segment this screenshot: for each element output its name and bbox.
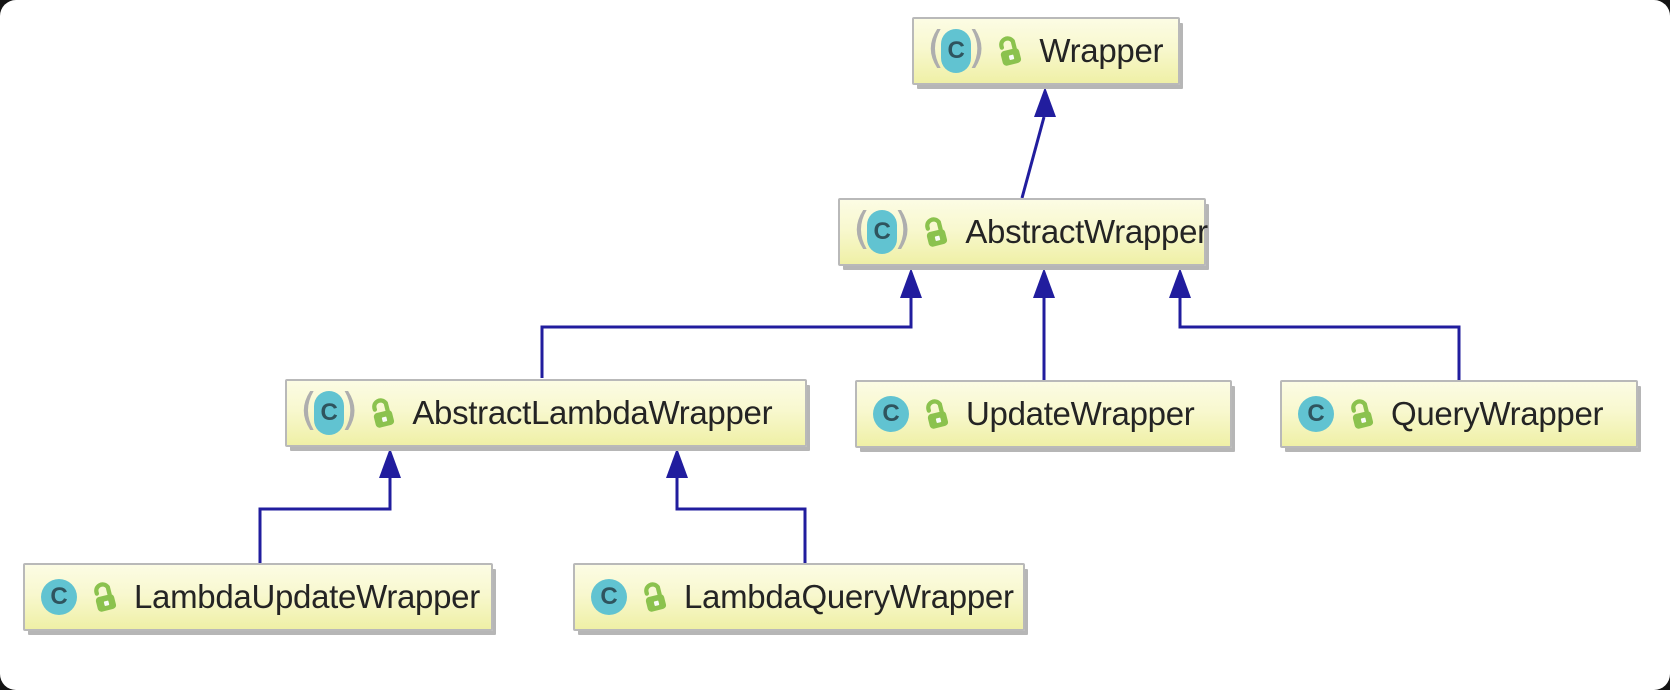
public-lock-icon [926, 399, 949, 429]
class-letter-badge: C [1298, 396, 1334, 432]
public-lock-icon [644, 582, 667, 612]
abstract-paren-left: ( [853, 203, 871, 254]
class-letter-badge: C [591, 579, 627, 615]
class-node-update-wrapper[interactable]: C UpdateWrapper [855, 380, 1232, 448]
abstract-paren-left: ( [300, 384, 318, 435]
edge-abstractwrapper-extends-wrapper [1020, 87, 1056, 199]
abstract-class-icon: ( C ) [927, 22, 986, 73]
public-lock-icon [94, 582, 117, 612]
abstract-paren-left: ( [927, 22, 945, 73]
class-name-label: AbstractWrapper [965, 213, 1208, 250]
class-letter-badge: C [314, 391, 345, 435]
class-icon: C [591, 579, 627, 615]
abstract-class-icon: ( C ) [853, 203, 912, 254]
class-name-label: LambdaQueryWrapper [684, 578, 1014, 615]
edge-abstractlambdawrapper-extends-abstractwrapper [540, 268, 922, 378]
inheritance-arrowhead [900, 268, 922, 298]
public-lock-icon [999, 36, 1022, 66]
class-name-label: QueryWrapper [1391, 395, 1604, 432]
class-name-label: Wrapper [1039, 32, 1164, 69]
class-name-label: LambdaUpdateWrapper [134, 578, 480, 615]
class-letter-badge: C [867, 210, 898, 254]
class-icon: C [41, 579, 77, 615]
inheritance-arrowhead [379, 448, 401, 478]
inheritance-arrowhead [1034, 87, 1056, 117]
edge-updatewrapper-extends-abstractwrapper [1033, 268, 1055, 381]
class-node-lambda-update-wrapper[interactable]: C LambdaUpdateWrapper [23, 563, 493, 631]
class-icon: C [1298, 396, 1334, 432]
public-lock-icon [1351, 399, 1374, 429]
abstract-paren-right: ) [894, 203, 912, 254]
class-node-lambda-query-wrapper[interactable]: C LambdaQueryWrapper [573, 563, 1025, 631]
class-node-query-wrapper[interactable]: C QueryWrapper [1280, 380, 1638, 448]
public-lock-icon [925, 217, 948, 247]
edge-querywrapper-extends-abstractwrapper [1169, 268, 1461, 380]
class-letter-badge: C [873, 396, 909, 432]
class-name-label: UpdateWrapper [966, 395, 1195, 432]
abstract-paren-right: ) [341, 384, 359, 435]
class-name-label: AbstractLambdaWrapper [412, 394, 773, 431]
class-node-wrapper[interactable]: ( C ) Wrapper [912, 17, 1180, 85]
inheritance-arrowhead [666, 448, 688, 478]
inheritance-arrowhead [1033, 268, 1055, 298]
class-node-abstract-lambda-wrapper[interactable]: ( C ) AbstractLambdaWrapper [285, 379, 807, 447]
class-letter-badge: C [941, 29, 972, 73]
class-node-abstract-wrapper[interactable]: ( C ) AbstractWrapper [838, 198, 1208, 266]
abstract-class-icon: ( C ) [300, 384, 359, 435]
edge-lambdaquerywrapper-extends-abstractlambdawrapper [666, 448, 807, 563]
class-letter-badge: C [41, 579, 77, 615]
public-lock-icon [372, 398, 395, 428]
abstract-paren-right: ) [968, 22, 986, 73]
inheritance-arrowhead [1169, 268, 1191, 298]
class-icon: C [873, 396, 909, 432]
edge-lambdaupdatewrapper-extends-abstractlambdawrapper [258, 448, 401, 563]
